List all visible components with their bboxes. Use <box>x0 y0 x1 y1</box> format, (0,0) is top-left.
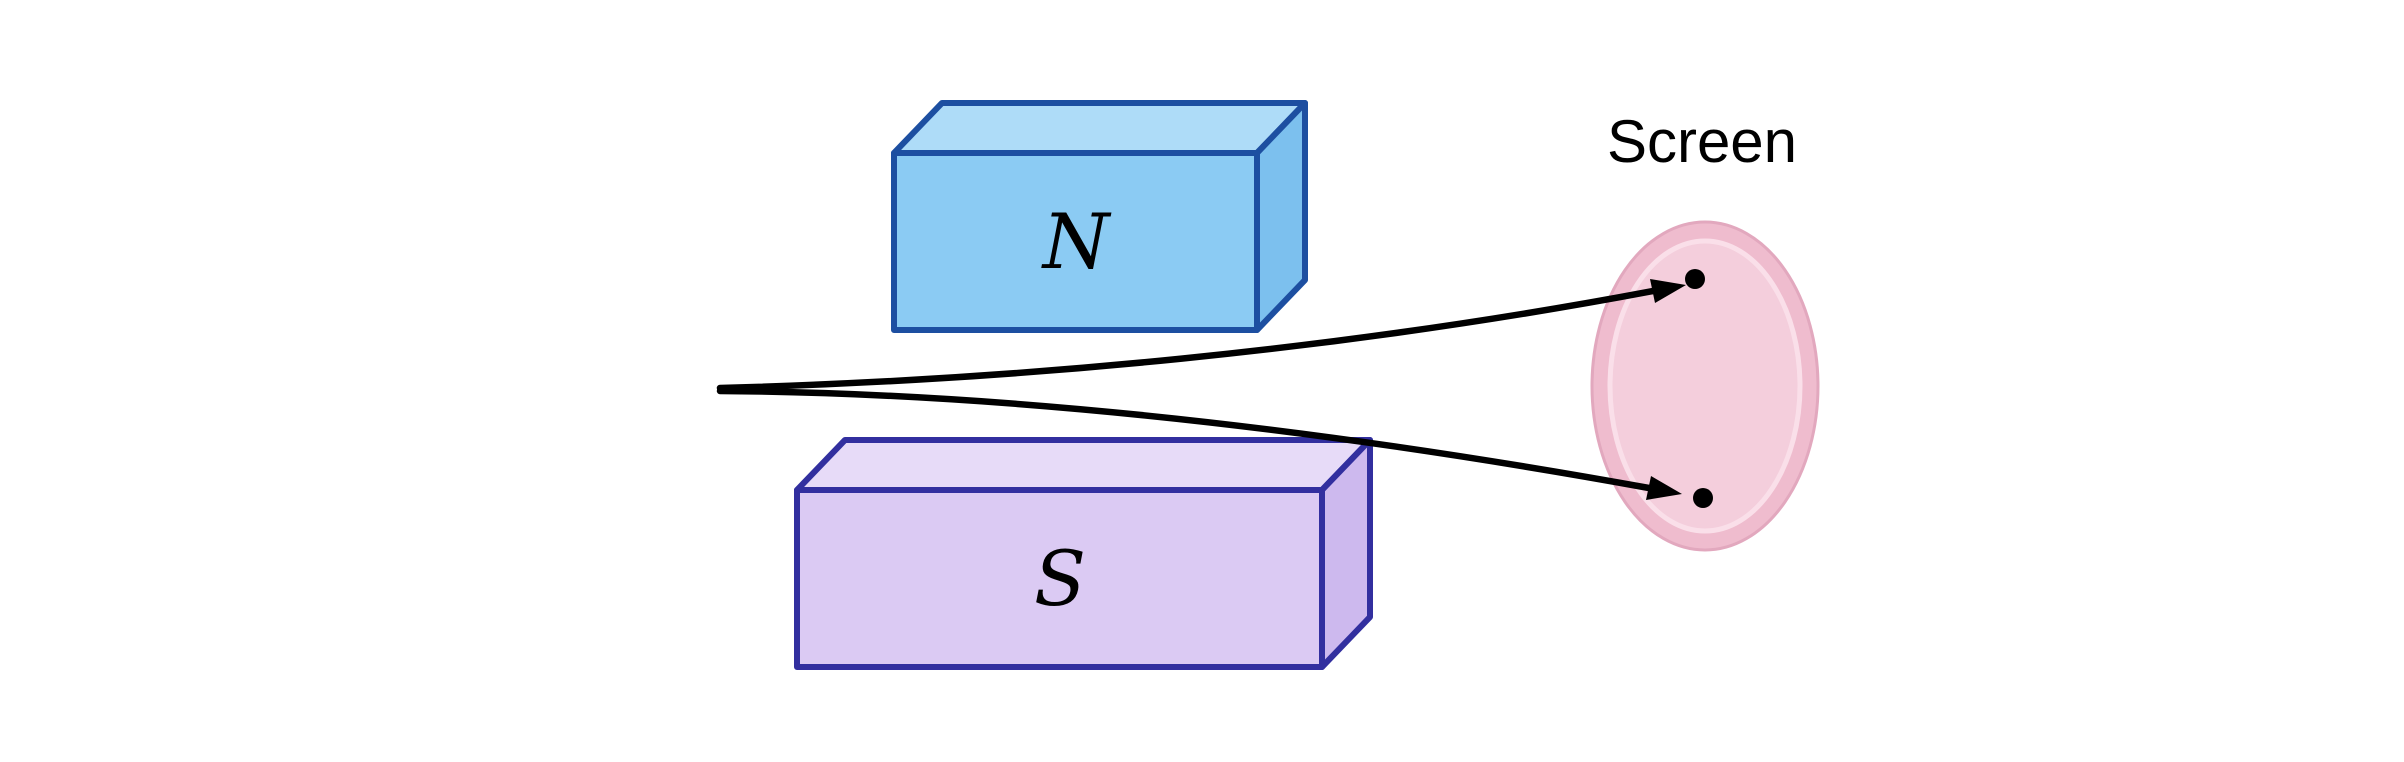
beam-spots <box>1685 269 1713 508</box>
north-pole-label: N <box>1041 197 1112 286</box>
particle-beam <box>716 279 1686 500</box>
south-magnet-top-face <box>794 437 1373 493</box>
screen-label: Screen <box>1607 108 1797 175</box>
north-magnet-front-face <box>891 150 1260 333</box>
detection-screen <box>1590 220 1820 552</box>
beam-upper-arrowhead-icon <box>1650 279 1686 303</box>
beam-spot-upper <box>1685 269 1705 289</box>
north-magnet-top-face <box>891 100 1308 156</box>
north-pole-magnet: N <box>891 100 1308 333</box>
beam-spot-lower <box>1693 488 1713 508</box>
south-magnet-front-face <box>794 487 1325 670</box>
south-pole-magnet: S <box>794 437 1373 670</box>
south-pole-label: S <box>1034 534 1086 623</box>
screen-face-ellipse <box>1607 238 1803 534</box>
beam-lower-arrowhead-icon <box>1646 476 1682 500</box>
beam-lower-path <box>716 387 1653 492</box>
beam-upper-path <box>716 287 1657 392</box>
